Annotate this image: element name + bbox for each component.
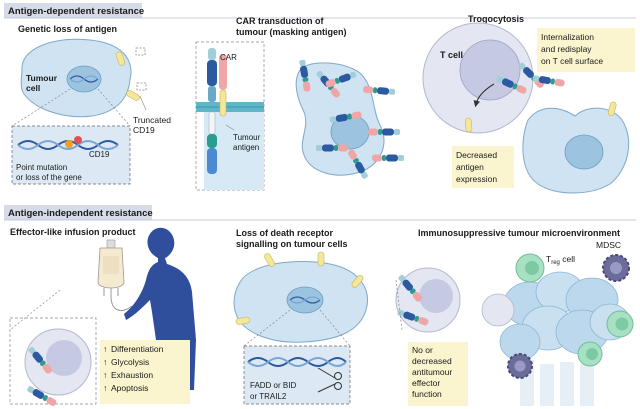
bullet-item: Apoptosis [111,383,148,393]
mutation-dot [74,136,82,144]
antigen [317,251,325,267]
tumour-antigen-label: Tumour [233,133,261,142]
internalization-label: Internalization [541,32,594,42]
internalization-label: and redisplay [541,44,592,54]
t-cell-nucleus [419,279,453,313]
no-function-label: decreased [412,356,452,366]
transferred-antigen [464,117,473,133]
bullet-item: Differentiation [111,344,164,354]
antigen [263,252,276,268]
section-dependent-label: Antigen-dependent resistance [8,6,144,17]
car-on-tumour [372,154,404,162]
point-mutation-label: Point mutation [16,163,67,172]
treg-cell [515,253,545,283]
t-cell-nucleus [459,39,521,101]
bullet-item: Glycolysis [111,357,149,367]
mutation-dot [65,140,73,148]
car-label: CAR [220,53,237,62]
internalization-label: on T cell surface [541,56,603,66]
truncated-marker [136,82,147,91]
truncated-marker [135,47,146,56]
panel-title: Immunosuppressive tumour microenvironmen… [418,228,620,238]
fadd-label: or TRAIL2 [250,392,287,401]
fadd-label: FADD or BID [250,381,296,390]
point-mutation-label: or loss of the gene [16,173,82,182]
panel-title: Loss of death receptor [236,228,334,238]
no-function-callout [408,342,468,406]
panel-title: Trogocytosis [468,14,524,24]
car-on-tumour [316,144,348,152]
panel-title: Effector-like infusion product [10,227,136,237]
internalization-callout [537,28,635,72]
section-dependent-header: Antigen-dependent resistance [4,3,144,18]
tumour-cell-label: Tumour [26,73,58,83]
treg-cell [577,341,603,367]
infusion-bag [97,239,125,296]
cd19-gene-label: CD19 [89,150,110,159]
panel-immunosuppressive: Immunosuppressive tumour microenvironmen… [395,228,634,406]
panel-genetic-loss: Genetic loss of antigen Tumour cell Trun… [11,24,171,185]
t-cell-nucleus [46,340,82,376]
mdsc-cell [507,353,533,379]
panel-car-masking: CAR transduction of tumour (masking anti… [195,16,404,191]
mdsc-label: MDSC [596,240,621,250]
masked-antigen [219,54,227,117]
bullet-arrow: ↑ [103,344,107,354]
panel-trogocytosis: Trogocytosis T cell Internalization and … [422,14,635,194]
panel-title: signalling on tumour cells [236,239,348,249]
no-function-label: function [412,389,442,399]
infusion-tube [110,295,133,311]
tumour-cell-label: cell [26,83,40,93]
no-function-label: antitumour [412,367,452,377]
tumour-mass [481,271,631,406]
t-cell-label: T cell [440,50,463,60]
bullet-arrow: ↑ [103,357,107,367]
car-molecule [207,48,217,174]
bullet-arrow: ↑ [103,383,107,393]
cd19-antigen [125,89,141,102]
tumour-antigen-label: antigen [233,143,259,152]
decreased-label: antigen [456,162,484,172]
effector-bullet-list: ↑ Differentiation ↑ Glycolysis ↑ Exhaust… [103,344,164,393]
panel-effector: Effector-like infusion product ↑ Differe… [9,227,196,408]
bullet-item: Exhaustion [111,370,153,380]
panel-title: Genetic loss of antigen [18,24,117,34]
gene-detail-box: FADD or BID or TRAIL2 [243,345,351,405]
treg-cell [606,310,634,338]
section-independent-header: Antigen-independent resistance [4,205,153,220]
scissors-icon [317,367,342,393]
gene-detail-box: CD19 Point mutation or loss of the gene [11,125,131,185]
car-on-tumour [368,128,400,136]
panel-title: tumour (masking antigen) [236,27,347,37]
truncated-label: CD19 [133,125,155,135]
decreased-callout [452,146,514,188]
human-body [124,227,196,390]
decreased-label: Decreased [456,150,497,160]
no-function-label: effector [412,378,440,388]
section-independent-label: Antigen-independent resistance [8,208,153,219]
treg-label: Treg cell [546,254,575,266]
decreased-label: expression [456,174,497,184]
panel-death-receptor: Loss of death receptor signalling on tum… [233,228,368,405]
nucleus [564,134,604,170]
bullet-arrow: ↑ [103,370,107,380]
truncated-label: Truncated [133,115,171,125]
panel-title: CAR transduction of [236,16,324,26]
mdsc-cell [602,254,630,282]
no-function-label: No or [412,345,433,355]
effector-callout [100,340,190,404]
internalization-arrow [473,83,495,108]
